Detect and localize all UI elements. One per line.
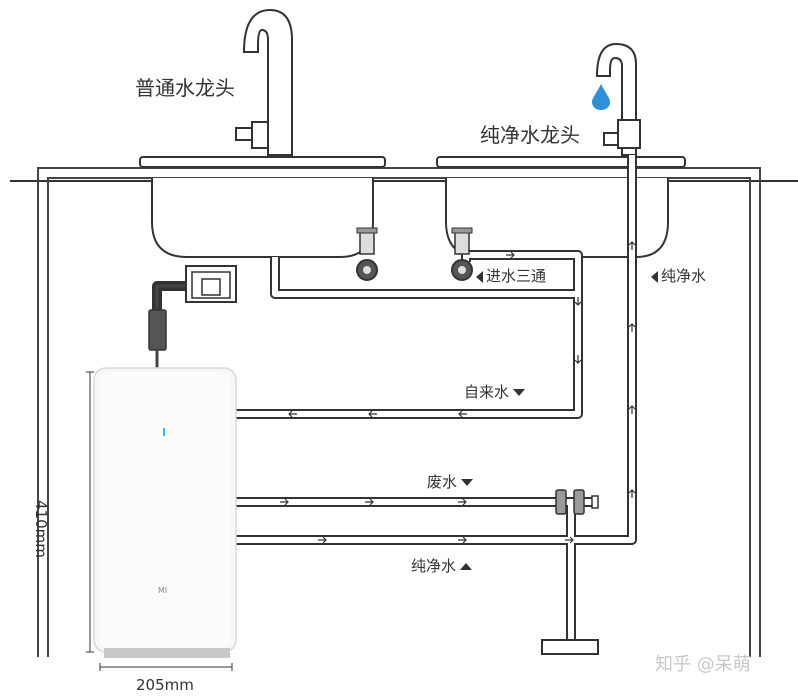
down-triangle-icon (461, 479, 474, 486)
tap-water-label: 自来水 (464, 383, 510, 401)
power-socket (185, 265, 237, 303)
water-purifier (93, 367, 237, 658)
waste-water-wrap: 废水 (427, 471, 474, 492)
flow-arrows (280, 241, 636, 544)
pure-faucet (595, 42, 641, 156)
drain-base (541, 639, 599, 655)
height-dimension-label: 410mm (32, 500, 50, 558)
pure-water-right-label: 纯净水 (661, 267, 707, 285)
up-triangle-icon (460, 563, 473, 570)
left-triangle-icon (476, 270, 483, 283)
width-dimension-label: 205mm (136, 676, 194, 694)
pure-water-bottom-wrap: 纯净水 (411, 555, 473, 576)
tap-water-wrap: 自来水 (464, 381, 526, 402)
inlet-tee-label-wrap: 进水三通 (476, 265, 546, 286)
left-sink (139, 156, 386, 258)
pure-faucet-label: 纯净水龙头 (480, 123, 580, 147)
normal-faucet (235, 8, 293, 156)
inlet-tee-valve (451, 227, 473, 281)
brand-logo: MI (158, 586, 168, 595)
down-triangle-icon (513, 389, 526, 396)
right-sink (436, 156, 686, 258)
waste-valve (555, 489, 599, 515)
indicator-led (163, 428, 165, 436)
cabinet (37, 167, 761, 657)
width-dimension (99, 663, 233, 671)
water-drop-icon (592, 84, 610, 110)
left-triangle-icon (651, 270, 658, 283)
watermark: 知乎 @呆萌 (655, 654, 751, 675)
normal-faucet-label: 普通水龙头 (135, 76, 235, 100)
power-adapter (148, 309, 167, 351)
pipes-inner (236, 155, 635, 640)
height-dimension (86, 371, 94, 653)
pure-water-bottom-label: 纯净水 (411, 557, 457, 575)
inlet-tee-label: 进水三通 (486, 267, 547, 285)
pure-water-right-wrap: 纯净水 (651, 265, 706, 286)
waste-water-label: 废水 (427, 473, 458, 491)
left-angle-valve (356, 227, 378, 281)
